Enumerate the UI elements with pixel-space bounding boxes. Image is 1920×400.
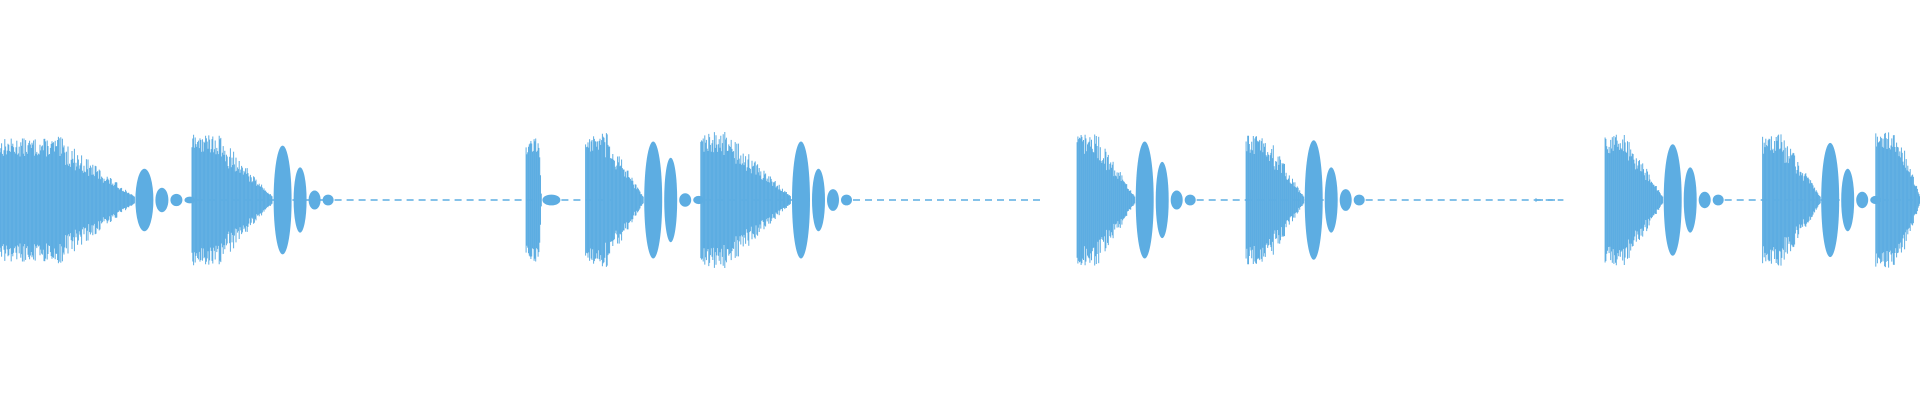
- waveform-decay-lobe: [273, 145, 292, 255]
- waveform-segment: [1604, 134, 1867, 266]
- waveform-decay-lobe: [1856, 191, 1869, 209]
- waveform-decay-lobe: [293, 167, 307, 233]
- waveform-decay-lobe: [1683, 167, 1697, 233]
- waveform-decay-lobe: [170, 193, 183, 207]
- waveform-segment: [1245, 135, 1564, 265]
- waveform-decay-lobe: [1712, 194, 1724, 206]
- waveform-decay-lobe: [542, 194, 561, 206]
- waveform-decay-lobe: [1841, 168, 1855, 232]
- waveform-segment: [700, 132, 1042, 268]
- waveform-segment: [1076, 134, 1330, 266]
- waveform-segments: [0, 132, 1920, 268]
- waveform-segment: [1535, 198, 1559, 202]
- waveform-decay-lobe: [1304, 140, 1323, 260]
- waveform-decay-lobe: [664, 157, 678, 243]
- waveform-segment: [585, 133, 796, 267]
- waveform-decay-lobe: [1184, 194, 1196, 206]
- waveform-decay-lobe: [644, 141, 663, 259]
- waveform-decay-lobe: [1339, 189, 1352, 211]
- waveform-decay-lobe: [679, 193, 692, 207]
- waveform-decay-lobe: [827, 189, 839, 211]
- waveform-decay-lobe: [1821, 142, 1840, 258]
- waveform-decay-lobe: [1324, 167, 1338, 233]
- waveform-decay-lobe: [812, 168, 825, 232]
- waveform-decay-lobe: [322, 194, 334, 206]
- waveform-decay-lobe: [1698, 191, 1711, 209]
- waveform-decay-lobe: [1155, 161, 1169, 239]
- waveform-decay-lobe: [1353, 194, 1365, 206]
- waveform-decay-lobe: [1135, 141, 1154, 259]
- waveform-segment: [1875, 132, 1920, 268]
- waveform-segment: [0, 136, 331, 264]
- waveform-decay-lobe: [792, 141, 810, 259]
- waveform-decay-lobe: [1170, 190, 1183, 210]
- waveform-decay-lobe: [135, 168, 154, 232]
- waveform-decay-lobe: [1663, 144, 1682, 256]
- waveform-segment: [1762, 134, 1920, 266]
- waveform-segment: [525, 138, 612, 262]
- waveform-decay-lobe: [308, 190, 321, 210]
- waveform-segment: [191, 134, 539, 266]
- waveform-decay-lobe: [155, 187, 169, 213]
- waveform-decay-lobe: [841, 194, 852, 206]
